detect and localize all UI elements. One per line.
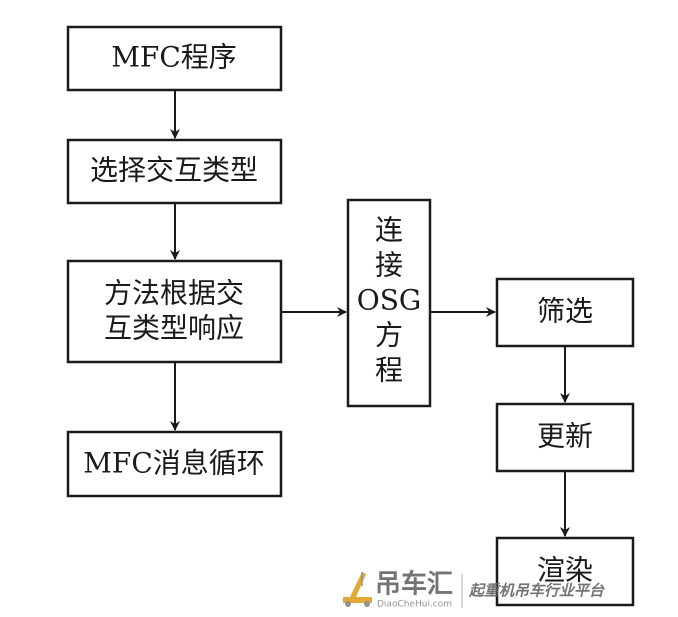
render-node: 渲染 (495, 536, 635, 607)
method-response-label-line1: 方法根据交 (104, 277, 244, 310)
method-response-label-line2: 互类型响应 (104, 312, 244, 345)
watermark-brand: 吊车汇 (375, 569, 453, 600)
select-interaction-type-label: 选择交互类型 (90, 154, 258, 187)
connect-osg-label-5: 程 (375, 354, 403, 387)
update-node: 更新 (495, 402, 635, 473)
watermark-url: DiaoCheHui.com (377, 600, 452, 610)
mfc-message-loop-node: MFC消息循环 (66, 430, 283, 498)
method-response-node: 方法根据交 互类型响应 (66, 259, 283, 364)
connect-osg-label-1: 连 (375, 214, 403, 247)
update-label: 更新 (537, 420, 593, 453)
mfc-program-node: MFC程序 (66, 25, 283, 92)
crane-logo-icon (343, 572, 372, 607)
mfc-program-label: MFC程序 (111, 41, 237, 74)
filter-label: 筛选 (537, 295, 593, 328)
connect-osg-label-2: 接 (375, 249, 403, 282)
select-interaction-type-node: 选择交互类型 (66, 138, 283, 205)
mfc-message-loop-label: MFC消息循环 (83, 447, 265, 480)
connect-osg-label-4: 方 (375, 319, 403, 352)
connect-osg-label-3: OSG (357, 284, 422, 317)
connect-osg-node: 连 接 OSG 方 程 (346, 198, 432, 408)
watermark: 吊车汇 DiaoCheHui.com 起重机吊车行业平台 (343, 569, 605, 610)
render-label: 渲染 (537, 554, 593, 587)
filter-node: 筛选 (495, 277, 635, 348)
watermark-slogan: 起重机吊车行业平台 (468, 582, 605, 600)
